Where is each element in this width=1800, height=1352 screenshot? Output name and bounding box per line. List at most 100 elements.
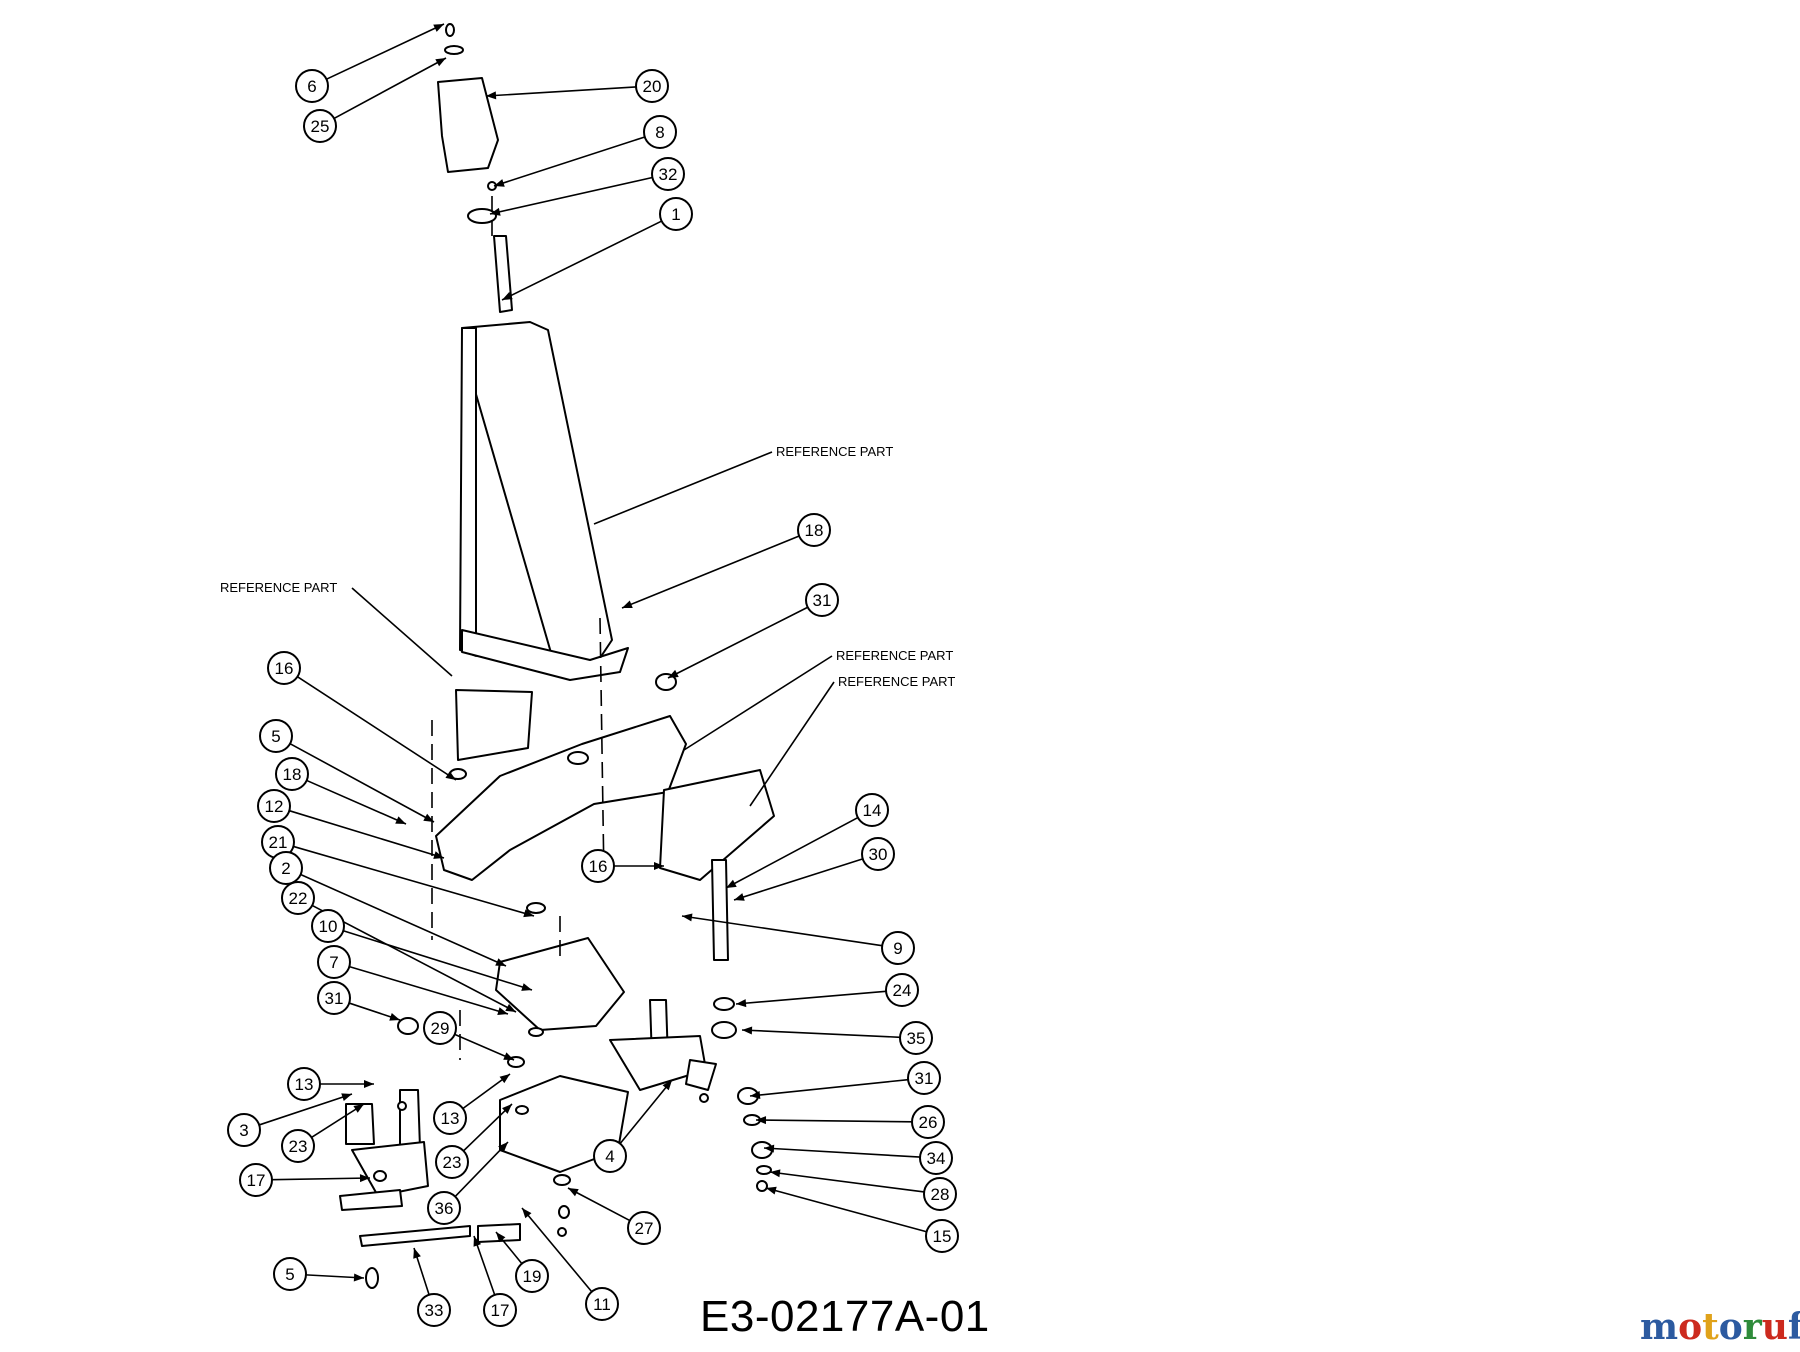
callout-circle: [483, 1293, 517, 1327]
callout-17: 17: [483, 1293, 517, 1327]
callout-circle: [923, 1177, 957, 1211]
callout-circle: [269, 851, 303, 885]
callout-number: 19: [523, 1267, 542, 1286]
callout-number: 36: [435, 1199, 454, 1218]
callout-circle: [317, 945, 351, 979]
drawing-number: E3-02177A-01: [700, 1292, 990, 1341]
callout-4: 4: [593, 1139, 627, 1173]
callout-arrowhead: [766, 1186, 777, 1195]
callout-leader: [326, 23, 445, 80]
watermark-logo: motoruf.de: [1640, 1306, 1800, 1348]
callout-circle: [593, 1139, 627, 1173]
callout-leader: [333, 57, 447, 120]
callout-leader: [725, 816, 859, 889]
callout-arrowhead: [497, 1007, 508, 1015]
callout-leader: [619, 1079, 673, 1145]
callout-leader: [473, 1235, 496, 1296]
callout-33: 33: [417, 1293, 451, 1327]
callout-number: 13: [295, 1075, 314, 1094]
callout-arrowhead: [654, 862, 664, 870]
callout-leader: [289, 742, 435, 823]
callout-leaders: [258, 23, 927, 1296]
callout-leader: [741, 1029, 901, 1039]
callout-7: 7: [317, 945, 351, 979]
callout-circle: [311, 909, 345, 943]
callout-circle: [427, 1191, 461, 1225]
callout-20: 20: [635, 69, 669, 103]
callout-arrowhead: [389, 1013, 400, 1021]
callout-number: 10: [319, 917, 338, 936]
callout-circle: [651, 157, 685, 191]
callout-24: 24: [885, 973, 919, 1007]
callout-number: 13: [441, 1109, 460, 1128]
callout-leader: [501, 220, 663, 301]
callout-arrowhead: [502, 291, 513, 300]
callout-31: 31: [317, 981, 351, 1015]
callout-circle: [627, 1211, 661, 1245]
callout-31: 31: [907, 1061, 941, 1095]
callout-circle: [581, 849, 615, 883]
callout-arrowhead: [496, 1232, 506, 1243]
callout-arrowhead: [662, 1080, 672, 1091]
callout-circle: [295, 69, 329, 103]
callout-number: 11: [593, 1295, 611, 1314]
callout-number: 8: [655, 123, 664, 142]
callout-number: 17: [247, 1171, 266, 1190]
callout-arrowhead: [498, 1142, 508, 1152]
callout-circle: [281, 1129, 315, 1163]
callout-circle: [257, 789, 291, 823]
callout-number: 24: [893, 981, 912, 1000]
callout-arrowhead: [413, 1248, 421, 1259]
callout-leader: [489, 176, 653, 215]
callout-number: 1: [671, 205, 680, 224]
callout-leader: [454, 1033, 515, 1061]
callout-leader: [733, 858, 864, 901]
callout-number: 25: [311, 117, 330, 136]
callout-arrowhead: [395, 816, 406, 824]
callout-leader: [296, 676, 457, 781]
callout-circle: [911, 1105, 945, 1139]
callout-arrowhead: [726, 879, 737, 888]
callout-arrowhead: [364, 1080, 374, 1088]
callout-circle: [227, 1113, 261, 1147]
callout-circle: [881, 931, 915, 965]
callout-circle: [267, 651, 301, 685]
callout-leader: [681, 915, 883, 947]
reference-leader: [683, 655, 833, 751]
callout-number: 33: [425, 1301, 444, 1320]
callout-arrowhead: [502, 1104, 512, 1114]
callout-leader: [567, 1187, 631, 1222]
callout-number: 31: [813, 591, 832, 610]
callout-circle: [925, 1219, 959, 1253]
callout-number: 20: [643, 77, 662, 96]
callout-arrowhead: [490, 207, 501, 216]
callout-circle: [907, 1061, 941, 1095]
callout-circle: [287, 1067, 321, 1101]
callout-31: 31: [805, 583, 839, 617]
callout-arrowhead: [764, 1144, 775, 1153]
reference-leader: [351, 587, 453, 677]
callout-leader: [755, 1119, 913, 1123]
callout-circle: [423, 1011, 457, 1045]
callout-circle: [317, 981, 351, 1015]
callout-number: 12: [265, 797, 284, 816]
callout-leader: [300, 873, 507, 967]
callout-arrowhead: [359, 1174, 370, 1183]
reference-part-label: REFERENCE PART: [593, 444, 893, 525]
callout-circle: [585, 1287, 619, 1321]
callout-21: 21: [261, 825, 295, 859]
callout-23: 23: [435, 1145, 469, 1179]
callout-arrowhead: [505, 1003, 516, 1012]
callout-circle: [659, 197, 693, 231]
callout-number: 6: [307, 77, 316, 96]
callout-23: 23: [281, 1129, 315, 1163]
callout-18: 18: [797, 513, 831, 547]
callout-number: 23: [443, 1153, 462, 1172]
callout-number: 16: [275, 659, 294, 678]
callout-25: 25: [303, 109, 337, 143]
callout-leader: [349, 965, 509, 1015]
callout-arrowhead: [734, 893, 745, 901]
callout-leader: [258, 1093, 353, 1126]
callout-number: 14: [863, 801, 882, 820]
